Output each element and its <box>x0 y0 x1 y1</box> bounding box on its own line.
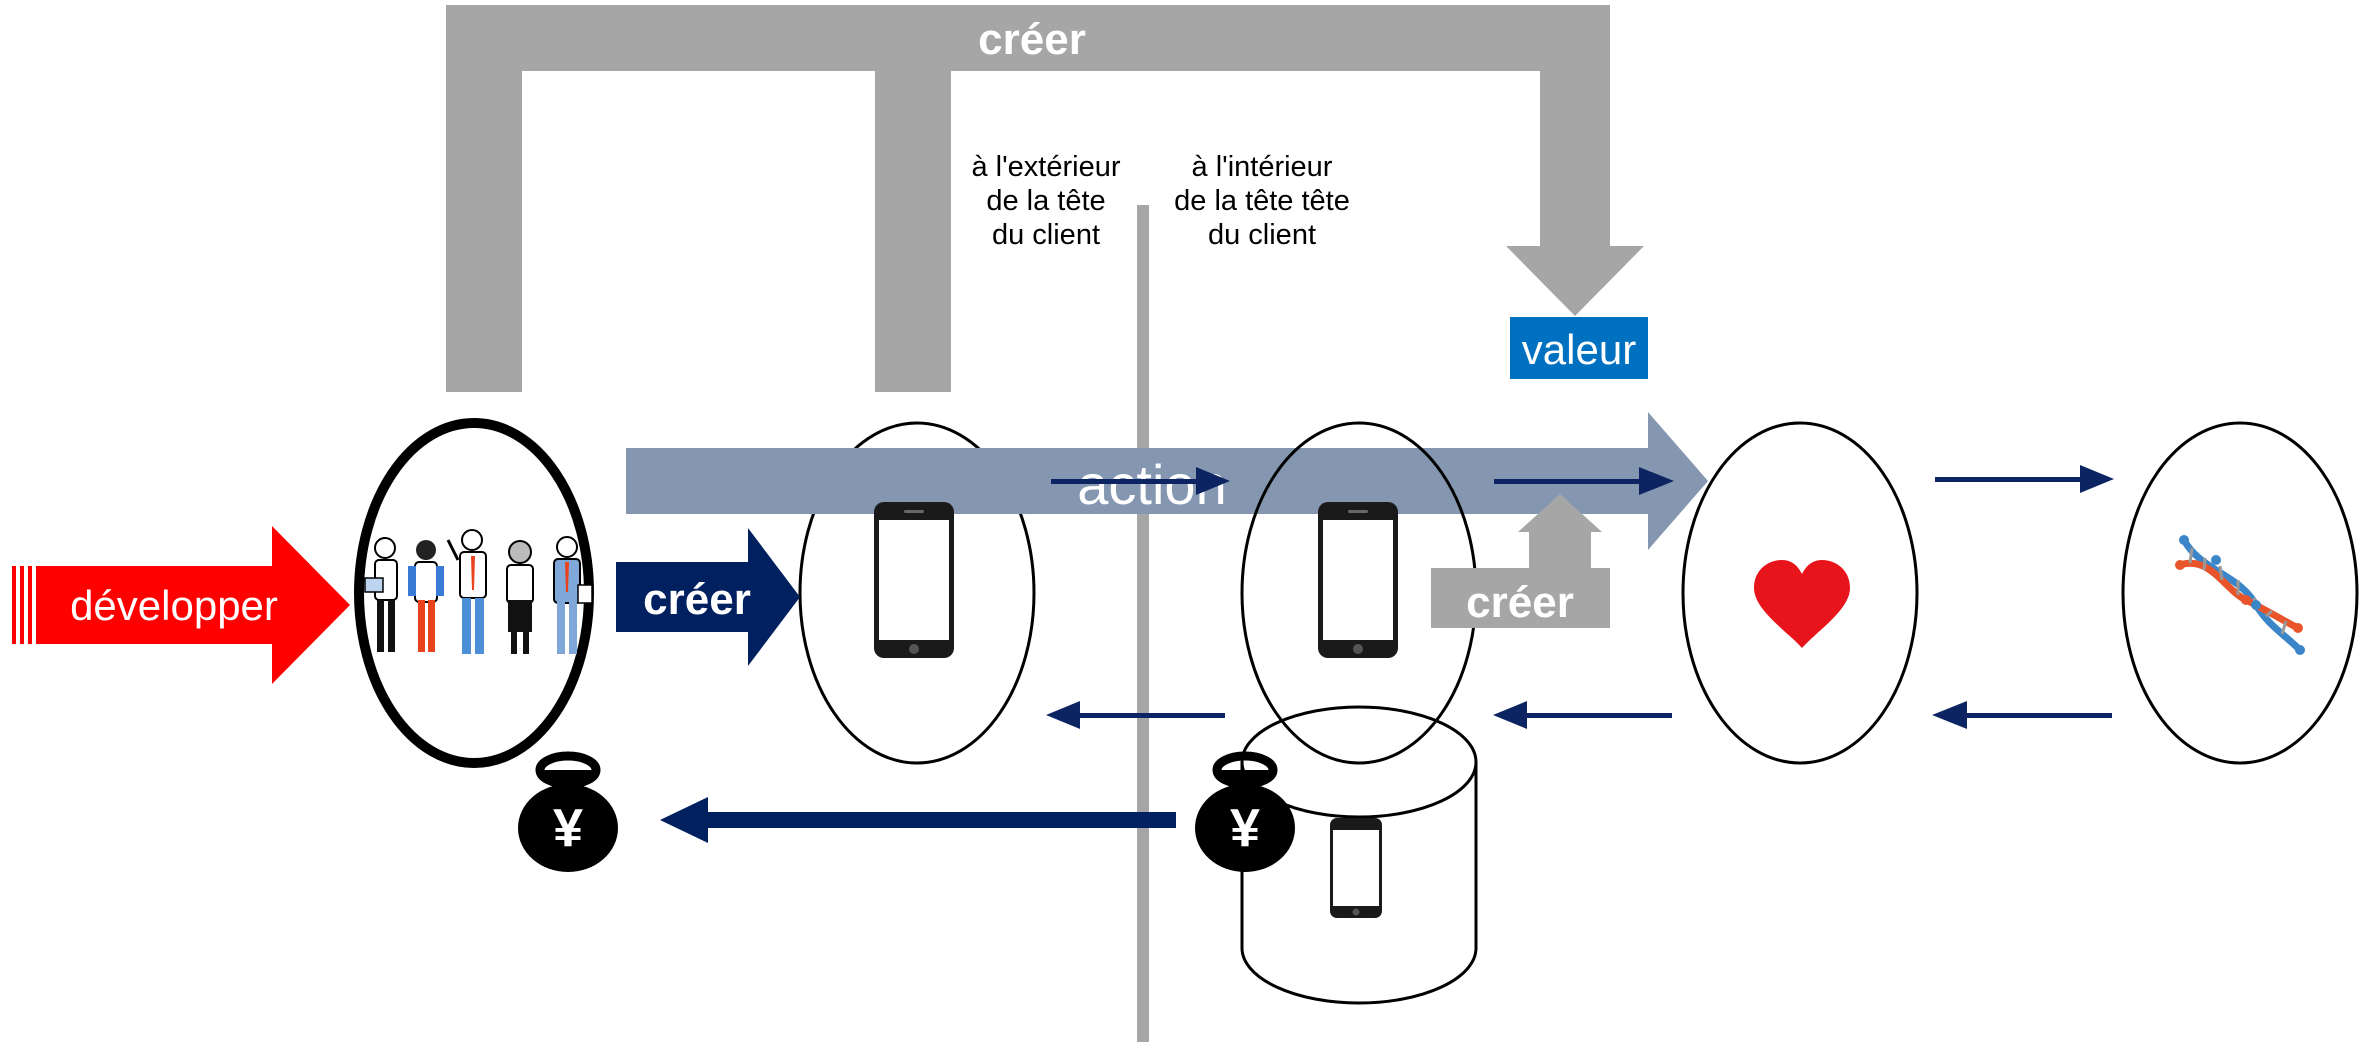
flow-arrows-left <box>1046 701 2112 729</box>
creer-bracket-arrowhead <box>1506 246 1644 316</box>
arrow-left-1 <box>1046 701 1225 729</box>
developper-label: développer <box>70 582 278 629</box>
creer-bracket <box>446 5 1644 392</box>
dna-helix-icon <box>2175 535 2305 655</box>
inside-caption: à l'intérieur de la tête tête du client <box>1174 151 1350 251</box>
smartphone-icon <box>874 502 954 658</box>
arrow-right-3 <box>1935 465 2114 493</box>
person-icon <box>506 540 534 654</box>
yen-symbol: ¥ <box>1230 798 1260 858</box>
creer-gray-arrow-shape <box>1431 494 1610 628</box>
arrow-right-2 <box>1494 467 1674 495</box>
money-return-arrow <box>660 797 1176 843</box>
valeur-badge <box>1510 317 1648 379</box>
person-icon <box>408 540 444 652</box>
divider-line <box>1137 205 1149 1042</box>
inside-caption-line-2: de la tête tête <box>1174 185 1350 217</box>
outside-caption-line-1: à l'extérieur <box>972 151 1121 183</box>
creer-navy-label: créer <box>643 575 751 624</box>
yen-money-bag-icon: ¥ <box>518 751 618 872</box>
developper-arrow <box>12 526 350 684</box>
arrow-right-1 <box>1051 467 1230 495</box>
inside-caption-line-1: à l'intérieur <box>1192 151 1333 183</box>
outside-caption: à l'extérieur de la tête du client <box>972 151 1121 251</box>
creer-top-label: créer <box>978 15 1086 64</box>
stage-ellipse-product <box>798 421 1036 765</box>
yen-money-bag-icon: ¥ <box>1195 751 1295 872</box>
smartphone-icon <box>1318 502 1398 658</box>
outside-caption-line-2: de la tête <box>986 185 1105 217</box>
person-icon <box>364 537 398 652</box>
person-icon <box>446 529 487 654</box>
team-of-people-icon <box>364 529 593 654</box>
heart-icon <box>1754 560 1850 648</box>
creer-navy-arrow <box>616 528 800 666</box>
person-icon <box>553 536 593 654</box>
flow-arrows-right <box>1051 465 2114 495</box>
outside-caption-line-3: du client <box>992 219 1100 251</box>
arrow-left-3 <box>1932 701 2112 729</box>
creer-gray-label: créer <box>1466 578 1574 627</box>
yen-symbol: ¥ <box>553 798 583 858</box>
valeur-label: valeur <box>1522 326 1636 373</box>
smartphone-icon <box>1330 818 1382 918</box>
inside-caption-line-3: du client <box>1208 219 1316 251</box>
arrow-left-2 <box>1493 701 1672 729</box>
